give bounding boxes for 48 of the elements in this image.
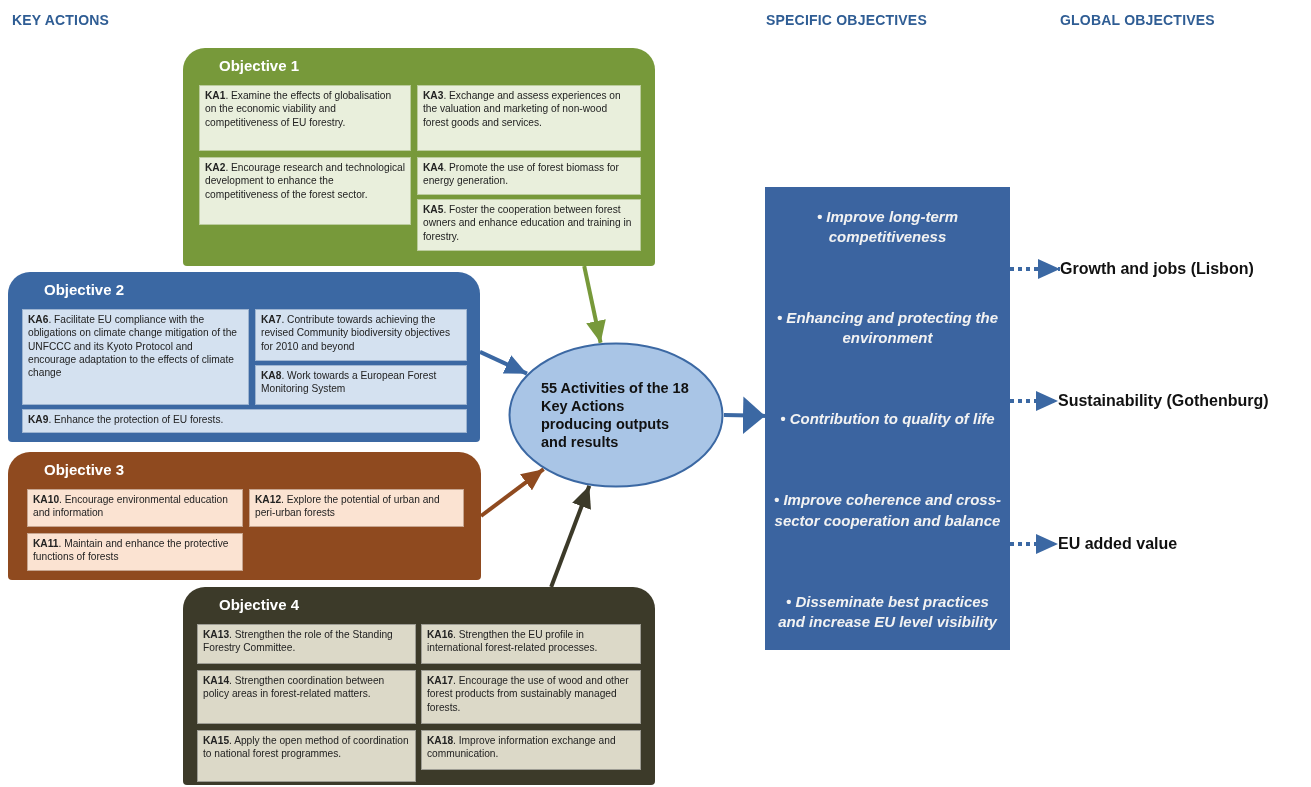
global-objective: Sustainability (Gothenburg) <box>1058 387 1308 415</box>
dotted-arrow <box>1010 534 1058 554</box>
column-heading: SPECIFIC OBJECTIVES <box>766 12 927 28</box>
panel-heading: Objective 4 <box>219 596 300 613</box>
key-action-box: KA15. Apply the open method of coordination to national forest programmes. <box>198 731 415 781</box>
key-action-box: KA14. Strengthen coordination between policy areas in forest-related matters. <box>198 671 415 723</box>
objective-panel <box>8 272 480 442</box>
key-action-box: KA7. Contribute towards achieving the revised Community biodiversity objectives for 2010 and beyond <box>256 310 466 360</box>
specific-objectives-box <box>765 187 1010 650</box>
key-action-box: KA18. Improve information exchange and communication. <box>422 731 640 769</box>
arrow <box>582 265 606 344</box>
objective-panel <box>183 587 655 785</box>
ellipse-text: 55 Activities of the 18 Key Actions producing outputs and results <box>541 378 690 452</box>
panel-heading: Objective 1 <box>219 57 300 74</box>
objective-text: • Contribution to quality of life <box>780 409 995 430</box>
key-action-box: KA4. Promote the use of forest biomass for energy generation. <box>418 158 640 194</box>
arrow <box>549 485 592 588</box>
dotted-arrow <box>1010 259 1060 279</box>
panel-heading: Objective 3 <box>44 461 125 478</box>
arrow <box>479 467 545 518</box>
key-action-box: KA17. Encourage the use of wood and other forest products from sustainably managed forests. <box>422 671 640 723</box>
arrow <box>723 396 766 435</box>
objective-panel <box>183 48 655 266</box>
key-action-box: KA11. Maintain and enhance the protective functions of forests <box>28 534 242 570</box>
key-action-box: KA12. Explore the potential of urban and peri-urban forests <box>250 490 463 526</box>
key-action-box: KA6. Facilitate EU compliance with the obligations on climate change mitigation of the UNFCCC and its Kyoto Protocol and encourage adaptation to the effects of climate change <box>23 310 248 404</box>
activities-ellipse <box>508 342 724 488</box>
key-action-box: KA5. Foster the cooperation between forest owners and enhance education and training in forestry. <box>418 200 640 250</box>
objective-text: • Enhancing and protecting the environment <box>775 308 1000 349</box>
key-action-box: KA16. Strengthen the EU profile in international forest-related processes. <box>422 625 640 663</box>
panel-heading: Objective 2 <box>44 281 125 298</box>
column-heading: KEY ACTIONS <box>12 12 110 28</box>
key-action-box: KA1. Examine the effects of globalisation on the economic viability and competitiveness of EU forestry. <box>200 86 410 150</box>
column-heading: GLOBAL OBJECTIVES <box>1060 12 1215 28</box>
objective-text: • Disseminate best practices and increase EU level visibility <box>777 591 999 632</box>
key-action-box: KA8. Work towards a European Forest Monitoring System <box>256 366 466 404</box>
objective-text: • Improve coherence and cross-sector cooperation and balance <box>773 490 1002 531</box>
objective-text: • Improve long-term competitiveness <box>815 207 960 248</box>
arrow <box>479 350 528 376</box>
key-action-box: KA10. Encourage environmental education and information <box>28 490 242 526</box>
key-action-box: KA9. Enhance the protection of EU forests. <box>23 410 466 432</box>
key-action-box: KA13. Strengthen the role of the Standing Forestry Committee. <box>198 625 415 663</box>
global-objective: Growth and jobs (Lisbon) <box>1060 255 1296 283</box>
objective-panel <box>8 452 481 580</box>
key-action-box: KA3. Exchange and assess experiences on the valuation and marketing of non-wood forest goods and services. <box>418 86 640 150</box>
global-objective: EU added value <box>1058 530 1218 558</box>
dotted-arrow <box>1010 391 1058 411</box>
key-action-box: KA2. Encourage research and technological development to enhance the competitiveness of the forest sector. <box>200 158 410 224</box>
